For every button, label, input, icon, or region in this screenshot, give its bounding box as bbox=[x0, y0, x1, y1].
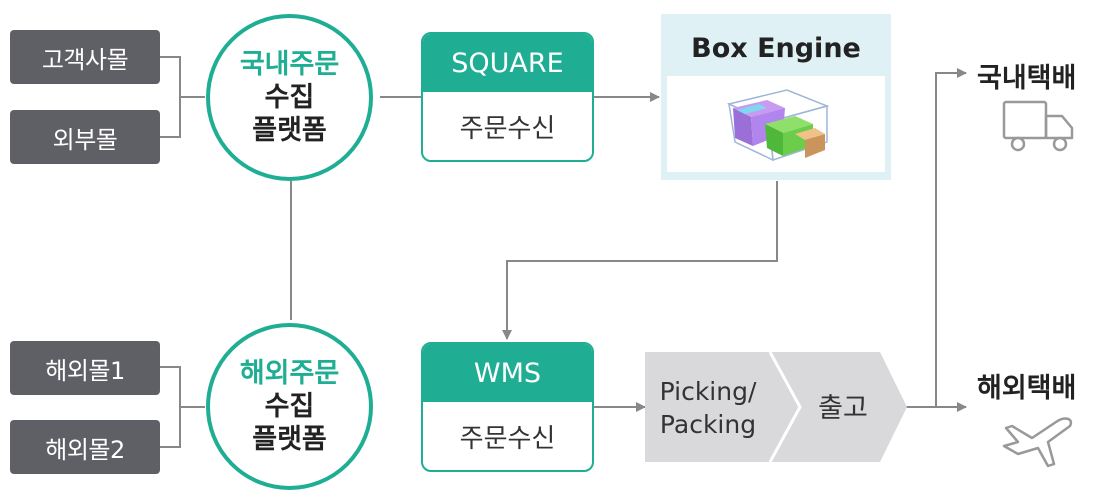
source-external-mall: 외부몰 bbox=[10, 110, 160, 164]
shipping-to-domestic-arrow bbox=[935, 68, 967, 407]
square-system-box: SQUARE 주문수신 bbox=[421, 32, 594, 162]
domestic-delivery-label: 국내택배 bbox=[977, 63, 1077, 94]
platform-label-line3: 플랫폼 bbox=[252, 424, 327, 455]
airplane-icon bbox=[1002, 417, 1073, 468]
shipping-label: 출고 bbox=[800, 358, 886, 458]
picking-packing-text: Picking/ Packing bbox=[659, 377, 757, 439]
shipping-text: 출고 bbox=[818, 392, 868, 424]
picking-packing-label: Picking/ Packing bbox=[648, 358, 768, 458]
box-engine-image bbox=[667, 76, 885, 172]
platform-label-line3: 플랫폼 bbox=[252, 115, 327, 146]
platform-label-line2: 수집 bbox=[264, 82, 315, 113]
square-header: SQUARE bbox=[423, 34, 592, 92]
packing-box-icon bbox=[726, 89, 830, 162]
square-body: 주문수신 bbox=[459, 113, 556, 144]
platform-accent-label: 국내주문 bbox=[239, 49, 340, 80]
source-customer-mall: 고객사몰 bbox=[10, 30, 160, 84]
wms-body: 주문수신 bbox=[459, 423, 556, 454]
overseas-delivery-label: 해외택배 bbox=[977, 373, 1077, 404]
shipping-chevron bbox=[770, 352, 907, 462]
source-overseas-mall-1: 해외몰1 bbox=[10, 341, 160, 395]
overseas-order-platform: 해외주문 수집 플랫폼 bbox=[206, 323, 373, 490]
domestic-order-platform: 국내주문 수집 플랫폼 bbox=[206, 14, 373, 181]
box-engine-panel: Box Engine bbox=[661, 14, 891, 180]
truck-icon bbox=[1002, 100, 1074, 152]
box-engine-title: Box Engine bbox=[691, 32, 861, 64]
wms-system-box: WMS 주문수신 bbox=[421, 342, 594, 472]
engine-to-wms-arrow bbox=[502, 181, 778, 340]
domestic-source-bracket bbox=[160, 56, 205, 138]
source-overseas-mall-2: 해외몰2 bbox=[10, 420, 160, 474]
picking-packing-chevron bbox=[645, 352, 800, 462]
overseas-source-bracket bbox=[160, 366, 205, 448]
platform-accent-label: 해외주문 bbox=[239, 358, 340, 389]
platform-label-line2: 수집 bbox=[264, 391, 315, 422]
wms-header: WMS bbox=[423, 344, 592, 402]
